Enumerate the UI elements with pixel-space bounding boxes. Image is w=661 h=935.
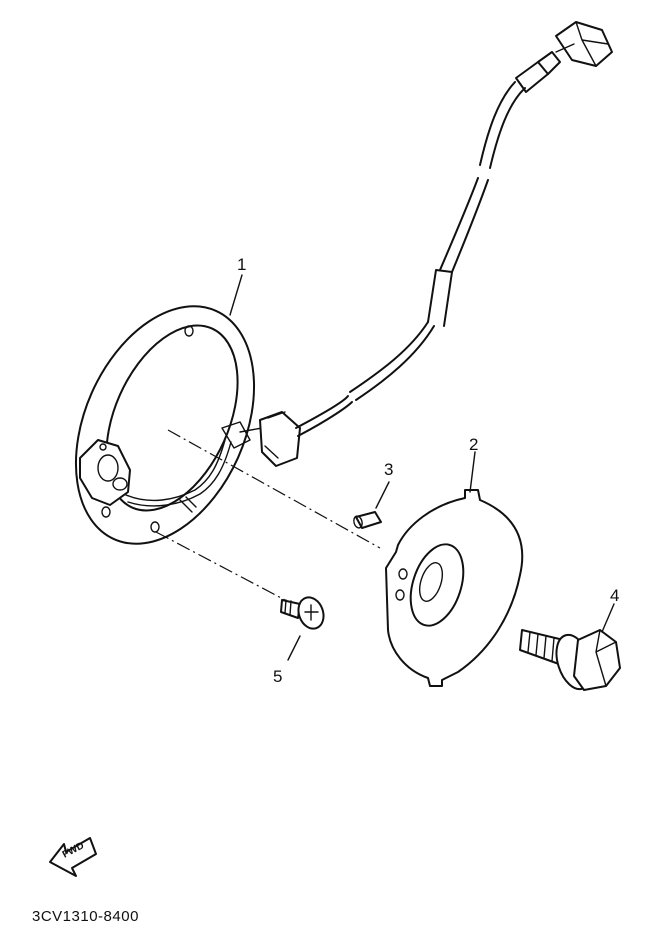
callout-3: 3 [384, 460, 394, 479]
dowel-pin [353, 511, 382, 529]
callout-5: 5 [273, 667, 283, 686]
pickup-coil-assembly [74, 305, 301, 545]
callout-leaders [229, 274, 615, 661]
assembly-center-lines [155, 429, 381, 601]
callout-4: 4 [610, 586, 620, 605]
callout-2: 2 [469, 435, 479, 454]
flange-bolt [519, 629, 621, 691]
fwd-arrow-icon [49, 837, 97, 877]
callout-1: 1 [237, 255, 247, 274]
wire-harness [295, 21, 613, 437]
diagram-code: 3CV1310-8400 [32, 908, 139, 925]
rotor-plate [385, 489, 524, 687]
pan-screw [280, 596, 325, 630]
